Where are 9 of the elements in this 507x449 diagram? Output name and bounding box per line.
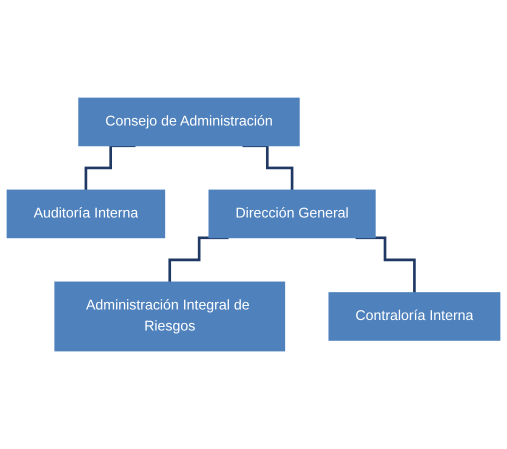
connector [242, 144, 294, 192]
node-box: Consejo de Administración [78, 98, 300, 146]
connector [84, 144, 136, 192]
connector [168, 236, 229, 284]
node-box: Dirección General [208, 190, 376, 238]
node-box: Contraloría Interna [328, 292, 500, 341]
connector [356, 236, 416, 294]
node-box: Administración Integral de Riesgos [54, 282, 286, 352]
node-box: Auditoría Interna [6, 190, 166, 238]
